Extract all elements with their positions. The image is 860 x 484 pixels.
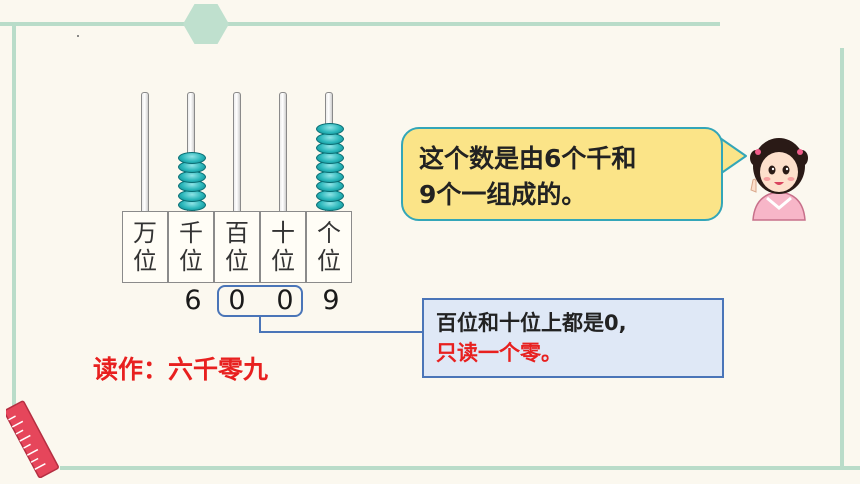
- place-name-top: 个: [317, 219, 341, 247]
- digit-ones: 9: [322, 285, 340, 316]
- frame-left-line: [12, 24, 16, 429]
- digit-hundreds: 0: [228, 285, 246, 316]
- hexagon-ornament-icon: [183, 4, 229, 44]
- zeros-highlight-frame: [217, 285, 303, 317]
- abacus-bead: [178, 151, 206, 164]
- frame-right-line: [840, 48, 844, 468]
- frame-bottom-line: [60, 466, 860, 470]
- explanation-note: 百位和十位上都是0, 只读一个零。: [422, 298, 724, 378]
- place-name-bottom: 位: [225, 247, 249, 275]
- place-name-bottom: 位: [133, 247, 157, 275]
- place-name-bottom: 位: [179, 247, 203, 275]
- place-name-top: 万: [133, 219, 157, 247]
- note-line-2: 只读一个零。: [436, 341, 562, 365]
- speech-bubble-line-1: 这个数是由6个千和: [419, 144, 637, 173]
- place-value-box: 千位: [168, 211, 214, 283]
- read-as-label: 读作：六千零九: [93, 355, 269, 384]
- place-name-bottom: 位: [271, 247, 295, 275]
- place-name-top: 十: [271, 219, 295, 247]
- place-value-box: 个位: [306, 211, 352, 283]
- frame-top-line: [0, 22, 720, 26]
- speech-bubble: 这个数是由6个千和 9个一组成的。: [401, 127, 723, 221]
- place-name-bottom: 位: [317, 247, 341, 275]
- place-value-box: 十位: [260, 211, 306, 283]
- digit-thousands: 6: [184, 285, 202, 316]
- abacus-bead: [316, 123, 344, 135]
- note-line-1: 百位和十位上都是0,: [436, 311, 627, 335]
- girl-illustration-icon: [750, 138, 808, 221]
- small-dot: [77, 35, 79, 37]
- place-name-top: 百: [225, 219, 249, 247]
- ruler-icon: [6, 400, 59, 478]
- place-value-box: 万位: [122, 211, 168, 283]
- place-value-box: 百位: [214, 211, 260, 283]
- place-name-top: 千: [179, 219, 203, 247]
- digit-tens: 0: [276, 285, 294, 316]
- speech-bubble-line-2: 9个一组成的。: [419, 180, 587, 209]
